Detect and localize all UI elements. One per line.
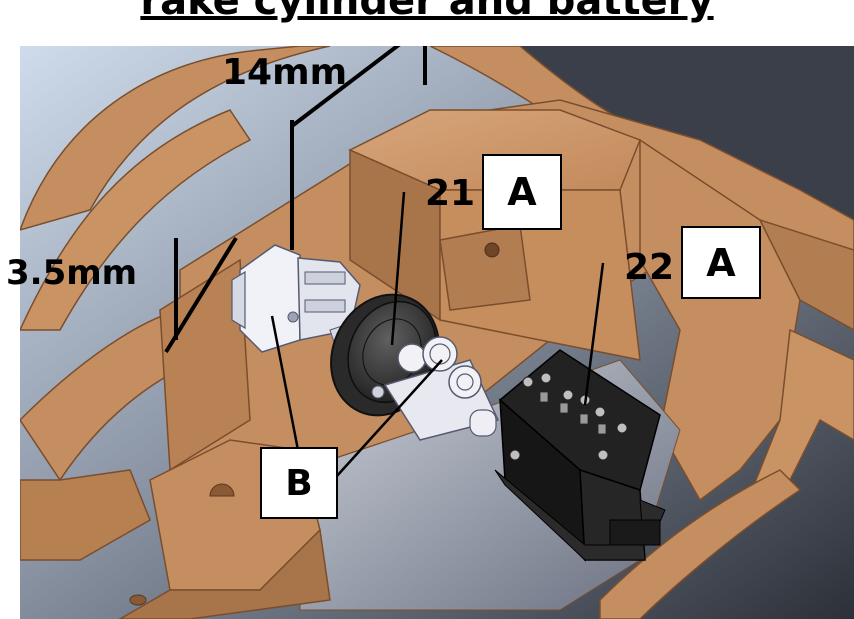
frame-rail-upper-left bbox=[20, 46, 331, 231]
lower-mount-slot bbox=[209, 483, 235, 497]
frame-left-lower bbox=[20, 469, 151, 561]
dimension-label-3-5mm: 3.5mm bbox=[6, 253, 138, 293]
reservoir bbox=[371, 336, 500, 441]
background-shadow bbox=[500, 46, 854, 330]
callout-number-22: 22 bbox=[624, 247, 675, 288]
leader-lines bbox=[270, 191, 605, 478]
callout-number-21: 21 bbox=[425, 173, 476, 214]
lower-mount-hole bbox=[129, 594, 147, 606]
callout-box-21: A bbox=[482, 154, 562, 230]
callout-box-22: A bbox=[681, 226, 761, 299]
cad-model-drawing bbox=[20, 46, 854, 619]
battery bbox=[494, 349, 666, 562]
callout-box-b: B bbox=[260, 447, 338, 519]
cad-scene bbox=[20, 46, 854, 619]
page-title: rake cylinder and battery bbox=[140, 0, 714, 24]
dimension-label-14mm: 14mm bbox=[222, 52, 348, 93]
lower-mount-face bbox=[118, 528, 331, 619]
frame-right-edge bbox=[758, 218, 854, 331]
frame-right-lower bbox=[738, 328, 854, 522]
frame-rail-mid-left bbox=[20, 109, 252, 331]
mount-hole bbox=[484, 242, 500, 258]
dimension-lines bbox=[164, 46, 427, 354]
mount-bracket bbox=[439, 224, 531, 311]
frame-bottom-rail bbox=[599, 469, 802, 619]
